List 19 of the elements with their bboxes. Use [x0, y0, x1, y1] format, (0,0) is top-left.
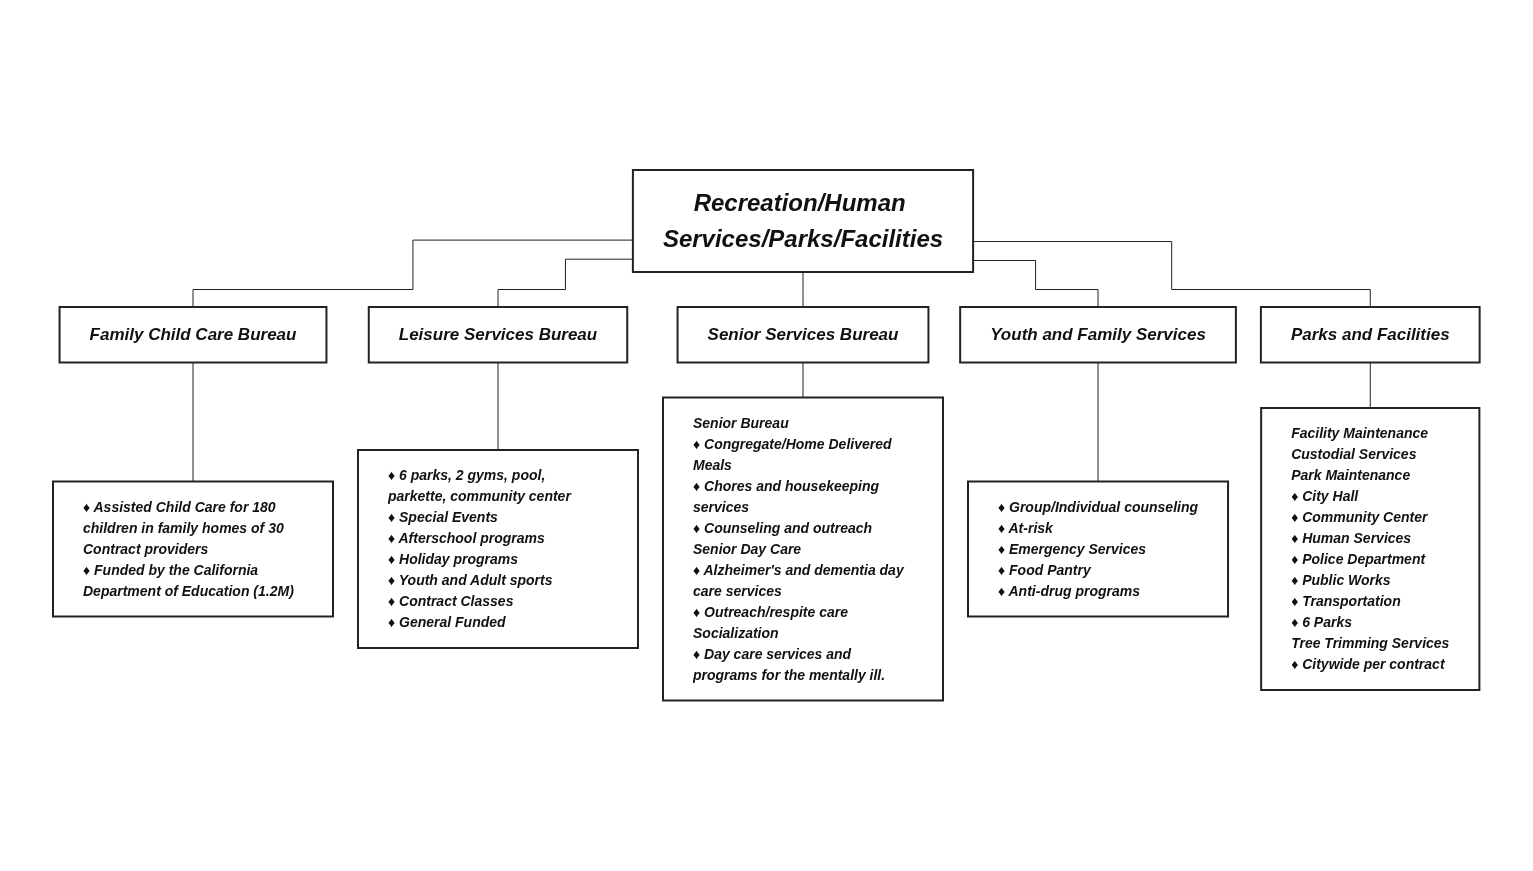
- connector: [802, 271, 804, 308]
- connector: [192, 239, 634, 308]
- node-box: Facility Maintenance Custodial Services Park Maintenance ♦ City Hall ♦ Community Center ♦ Human Services ♦ Police Department ♦ Public Works ♦ Transportation ♦ 6 Parks Tree Trimming Services ♦ Citywide per contract: [1260, 407, 1481, 692]
- connector: [802, 362, 804, 399]
- connector: [1369, 362, 1371, 409]
- node-box: Senior Bureau ♦ Congregate/Home Delivered Meals ♦ Chores and housekeeping services ♦ Counseling and outreach Senior Day Care ♦ Alzheimer's and dementia day care services ♦ Outreach/respite care Socialization ♦ Day care services and programs for the mentally ill.: [662, 396, 945, 702]
- node-box: Parks and Facilities: [1260, 306, 1481, 364]
- node-box: Recreation/Human Services/Parks/Facilities: [632, 169, 975, 274]
- connector: [497, 258, 634, 308]
- connector: [497, 362, 499, 451]
- node-box: Senior Services Bureau: [676, 306, 930, 364]
- node-box: Leisure Services Bureau: [367, 306, 629, 364]
- node-box: ♦ Group/Individual counseling ♦ At-risk ♦ Emergency Services ♦ Food Pantry ♦ Anti-drug programs: [967, 480, 1230, 618]
- node-box: ♦ Assisted Child Care for 180 children in family homes of 30 Contract providers ♦ Funded by the California Department of Education (1.2M): [52, 480, 335, 618]
- node-box: Family Child Care Bureau: [58, 306, 328, 364]
- connector: [192, 362, 194, 483]
- connector: [1097, 362, 1099, 483]
- node-box: ♦ 6 parks, 2 gyms, pool, parkette, community center ♦ Special Events ♦ Afterschool programs ♦ Holiday programs ♦ Youth and Adult sports ♦ Contract Classes ♦ General Funded: [357, 449, 640, 650]
- node-box: Youth and Family Services: [959, 306, 1238, 364]
